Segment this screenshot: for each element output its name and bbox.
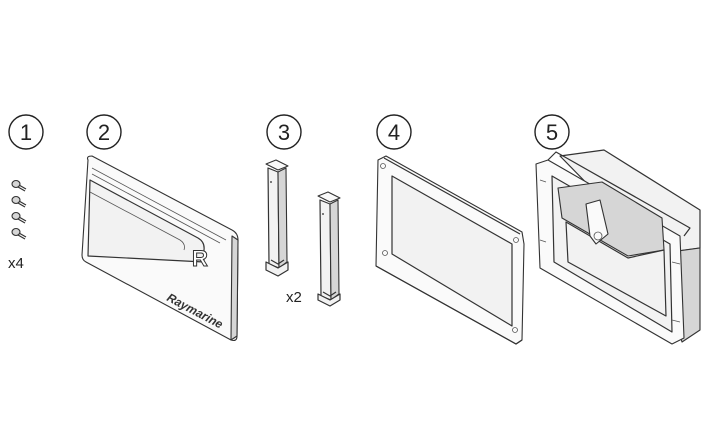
callout-2: 2 <box>86 114 122 150</box>
screw-icon <box>11 179 27 240</box>
svg-text:3: 3 <box>278 120 290 145</box>
svg-text:4: 4 <box>388 120 400 145</box>
screws-quantity: x4 <box>8 255 24 272</box>
callout-3: 3 <box>266 114 302 150</box>
clip-icon <box>265 159 341 307</box>
clips-quantity: x2 <box>286 289 302 306</box>
housing-icon <box>535 149 701 345</box>
bezel-cover: R Raymarine <box>81 155 239 342</box>
svg-text:5: 5 <box>546 120 558 145</box>
brand-logo: R <box>192 246 208 271</box>
callout-1: 1 <box>8 114 44 150</box>
callout-5: 5 <box>534 114 570 150</box>
svg-text:1: 1 <box>20 120 32 145</box>
callout-4: 4 <box>376 114 412 150</box>
svg-text:2: 2 <box>98 120 110 145</box>
gasket-icon <box>375 155 525 345</box>
